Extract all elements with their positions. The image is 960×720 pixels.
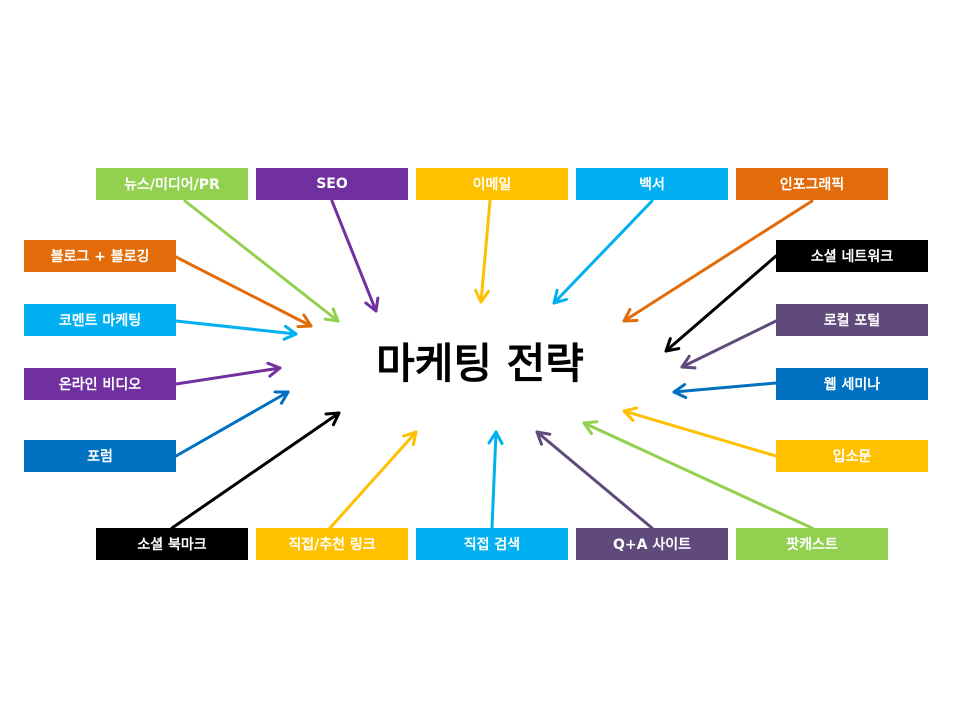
arrow-seo: [330, 199, 380, 313]
node-whitepaper: 백서: [576, 168, 728, 200]
arrow-news: [183, 199, 340, 323]
node-forum: 포럼: [24, 440, 176, 472]
node-webinar: 웹 세미나: [776, 368, 928, 400]
center-title: 마케팅 전략: [376, 338, 584, 388]
node-infographic: 인포그래픽: [736, 168, 888, 200]
arrow-comment: [174, 319, 298, 341]
arrow-direct-link: [328, 430, 418, 530]
arrow-word-of-mouth: [622, 406, 778, 458]
arrow-forum: [174, 390, 290, 458]
arrow-qa-site: [535, 430, 654, 530]
arrow-email: [474, 199, 492, 304]
node-news: 뉴스/미디어/PR: [96, 168, 248, 200]
arrow-infographic: [622, 199, 814, 323]
node-comment: 코멘트 마케팅: [24, 304, 176, 336]
node-social-network: 소셜 네트워크: [776, 240, 928, 272]
arrow-webinar: [672, 381, 778, 399]
node-podcast: 팟캐스트: [736, 528, 888, 560]
node-blog: 블로그 + 블로깅: [24, 240, 176, 272]
arrow-podcast: [582, 420, 814, 530]
arrow-direct-search: [487, 430, 504, 530]
node-direct-link: 직접/추천 링크: [256, 528, 408, 560]
arrow-social-bookmark: [170, 411, 341, 530]
arrow-social-network: [664, 254, 778, 353]
arrow-video: [174, 361, 282, 386]
node-local-portal: 로컬 포털: [776, 304, 928, 336]
node-seo: SEO: [256, 168, 408, 200]
node-direct-search: 직접 검색: [416, 528, 568, 560]
arrow-local-portal: [680, 319, 778, 370]
node-qa-site: Q+A 사이트: [576, 528, 728, 560]
arrow-whitepaper: [552, 199, 654, 305]
arrow-blog: [174, 255, 313, 329]
node-email: 이메일: [416, 168, 568, 200]
node-social-bookmark: 소셜 북마크: [96, 528, 248, 560]
node-video: 온라인 비디오: [24, 368, 176, 400]
node-word-of-mouth: 입소문: [776, 440, 928, 472]
